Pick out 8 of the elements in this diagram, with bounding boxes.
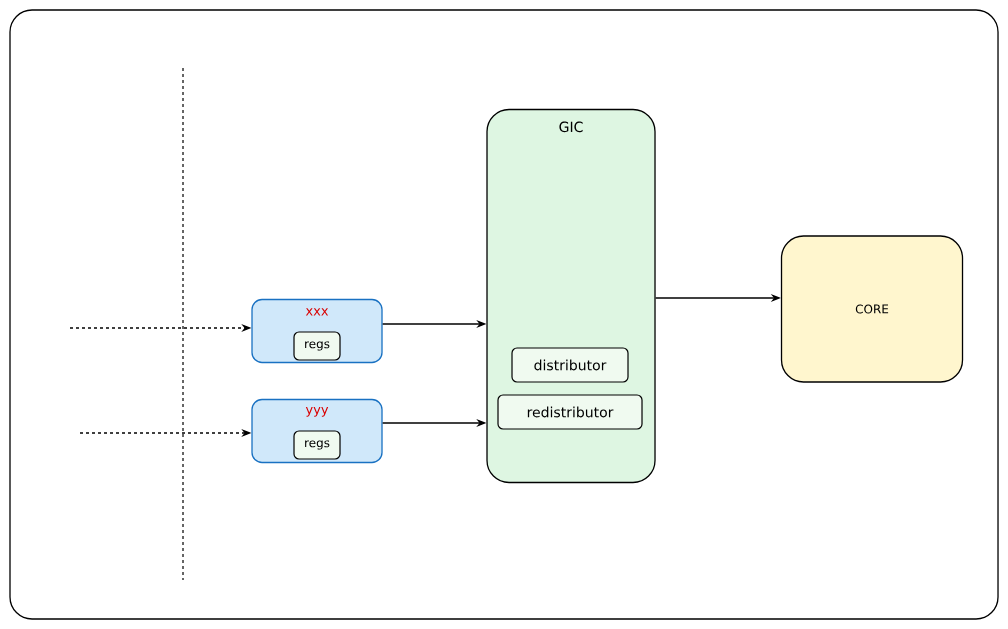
box-title: xxx	[305, 308, 329, 316]
register-box: redistributor	[497, 394, 643, 430]
box-title: yyy	[305, 406, 329, 417]
register-box: regs	[293, 331, 341, 361]
register-box: distributor	[511, 347, 629, 383]
register-box: regs	[293, 430, 341, 460]
box-title: GIC	[559, 121, 583, 133]
core-box: CORE	[780, 235, 964, 383]
